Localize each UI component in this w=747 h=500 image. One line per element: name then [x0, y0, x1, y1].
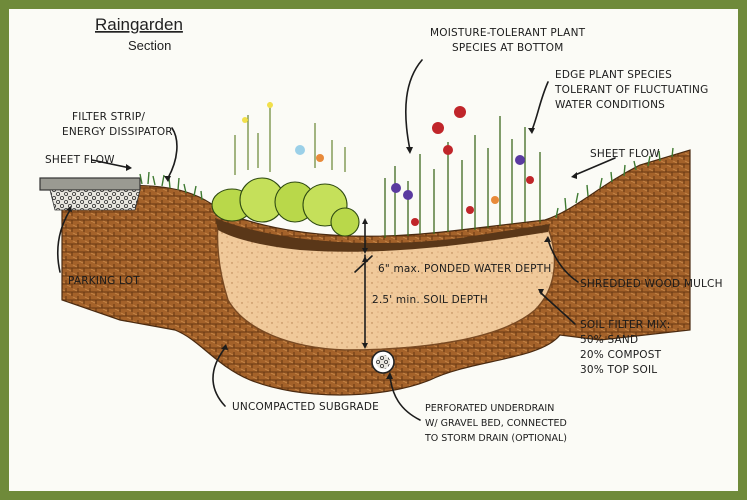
label-soil-depth: 2.5' min. SOIL DEPTH	[372, 294, 488, 306]
parking-lot-slab	[40, 178, 140, 190]
diagram-title: Raingarden	[95, 15, 183, 34]
label-wood-mulch: SHREDDED WOOD MULCH	[580, 278, 723, 290]
label-underdrain-2: W/ GRAVEL BED, CONNECTED	[425, 418, 567, 429]
label-edge-plant-1: EDGE PLANT SPECIES	[555, 69, 672, 81]
label-moisture-tolerant-1: MOISTURE-TOLERANT PLANT	[430, 27, 586, 39]
diagram-subtitle: Section	[128, 38, 171, 53]
label-subgrade: UNCOMPACTED SUBGRADE	[232, 401, 379, 413]
label-sheet-flow-right: SHEET FLOW	[590, 148, 660, 160]
label-ponded-depth: 6" max. PONDED WATER DEPTH	[378, 263, 551, 275]
label-edge-plant-2: TOLERANT OF FLUCTUATING	[554, 84, 708, 96]
label-soil-mix-3: 20% COMPOST	[580, 349, 662, 361]
label-soil-mix-1: SOIL FILTER MIX:	[580, 319, 671, 331]
label-moisture-tolerant-2: SPECIES AT BOTTOM	[452, 42, 563, 54]
label-soil-mix-4: 30% TOP SOIL	[580, 364, 657, 376]
label-soil-mix-2: 50% SAND	[580, 334, 638, 346]
label-underdrain-3: TO STORM DRAIN (OPTIONAL)	[424, 433, 567, 444]
label-underdrain-1: PERFORATED UNDERDRAIN	[425, 403, 554, 414]
label-filter-strip-1: FILTER STRIP/	[72, 111, 145, 123]
label-filter-strip-2: ENERGY DISSIPATOR	[62, 126, 173, 138]
bottom-plants	[385, 106, 540, 238]
label-parking-lot: PARKING LOT	[68, 275, 140, 287]
label-edge-plant-3: WATER CONDITIONS	[555, 99, 665, 111]
label-sheet-flow-left: SHEET FLOW	[45, 154, 115, 166]
edge-shrubs	[212, 102, 359, 236]
parking-lot-gravel	[50, 190, 140, 210]
